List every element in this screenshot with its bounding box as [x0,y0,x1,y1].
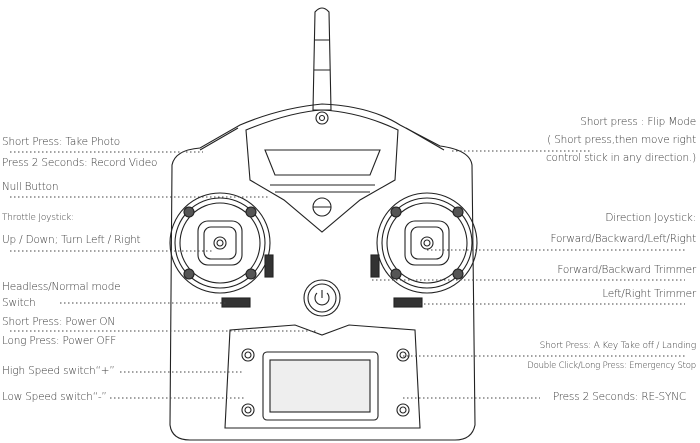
leader-lines [10,150,685,399]
label-null-button: Null Button [2,181,59,193]
label-high-speed: High Speed switch“+” [2,365,115,377]
label-flip-mode: Short press : Flip Mode [580,116,696,128]
label-lr-trimmer: Left/Right Trimmer [602,288,696,300]
label-resync: Press 2 Seconds: RE-SYNC [552,391,686,403]
label-low-speed: Low Speed switch“-” [2,391,107,403]
label-headless-1: Headless/Normal mode [2,281,121,293]
label-direction-title: Direction Joystick: [605,212,696,224]
label-take-photo: Short Press: Take Photo [2,136,120,148]
antenna [312,7,332,125]
label-throttle-desc: Up / Down; Turn Left / Right [2,234,141,246]
trimmers [221,254,423,308]
label-flip-desc-1: ( Short press,then move right [547,134,696,146]
label-record-video: Press 2 Seconds: Record Video [2,157,158,169]
label-flip-desc-2: control stick in any direction.) [545,152,696,164]
label-fb-trimmer: Forward/Backward Trimmer [557,264,696,276]
label-direction-desc: Forward/Backward/Left/Right [550,233,697,245]
lower-panel [224,324,421,429]
label-power-on: Short Press: Power ON [2,316,116,328]
label-throttle-title: Throttle Joystick: [2,213,74,223]
right-joystick [376,192,478,294]
label-takeoff: Short Press: A Key Take off / Landing [539,341,697,351]
left-joystick [169,192,271,294]
label-emergency: Double Click/Long Press: Emergency Stop [527,361,696,371]
power-button [303,279,341,317]
controller-body [169,103,476,441]
label-power-off: Long Press: Power OFF [2,335,117,347]
label-headless-2: Switch [2,297,36,309]
